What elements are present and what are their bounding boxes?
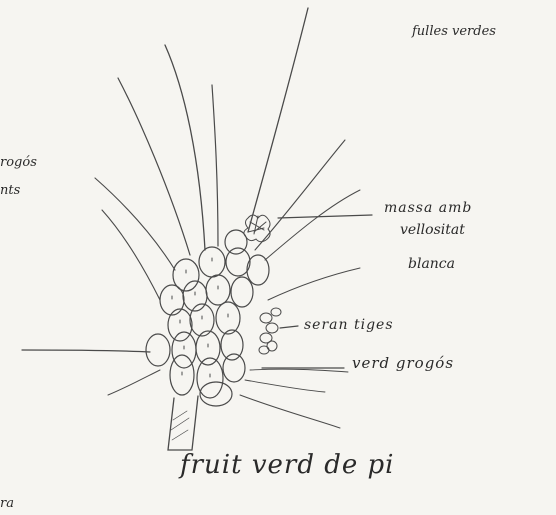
label-fulles-verdes: fulles verdes — [412, 24, 496, 39]
pine-needle — [118, 78, 190, 255]
pine-needle — [265, 190, 360, 260]
label-left-cut-1: rogós — [0, 155, 37, 170]
label-bottom-left-cut: ra — [0, 496, 14, 511]
pine-needle — [245, 380, 325, 392]
scale-marks — [172, 258, 228, 377]
pine-needle — [22, 350, 150, 352]
caption: fruit verd de pi — [180, 450, 395, 480]
pine-needle — [250, 369, 348, 372]
label-left-cut-2: nts — [0, 183, 20, 198]
pine-needle — [268, 268, 360, 300]
label-seran-tiges: seran tiges — [304, 317, 394, 333]
pine-needle — [165, 45, 205, 250]
leader-massa — [278, 215, 372, 218]
label-verd-grogos: verd grogós — [352, 354, 454, 372]
label-massa-line1: massa amb — [384, 200, 472, 216]
pine-needle — [212, 85, 218, 246]
stem-hatch — [171, 411, 189, 440]
pine-needle — [102, 210, 160, 300]
pine-needle — [108, 370, 160, 395]
pine-needle — [248, 8, 308, 232]
label-massa-line2: vellositat — [400, 222, 465, 238]
cone-scales — [146, 230, 269, 406]
bud-cluster — [259, 308, 281, 354]
leader-seran — [280, 326, 298, 328]
stem — [168, 396, 198, 450]
label-massa-line3: blanca — [408, 256, 455, 272]
pine-needle — [240, 395, 340, 428]
pine-needle — [95, 178, 175, 270]
